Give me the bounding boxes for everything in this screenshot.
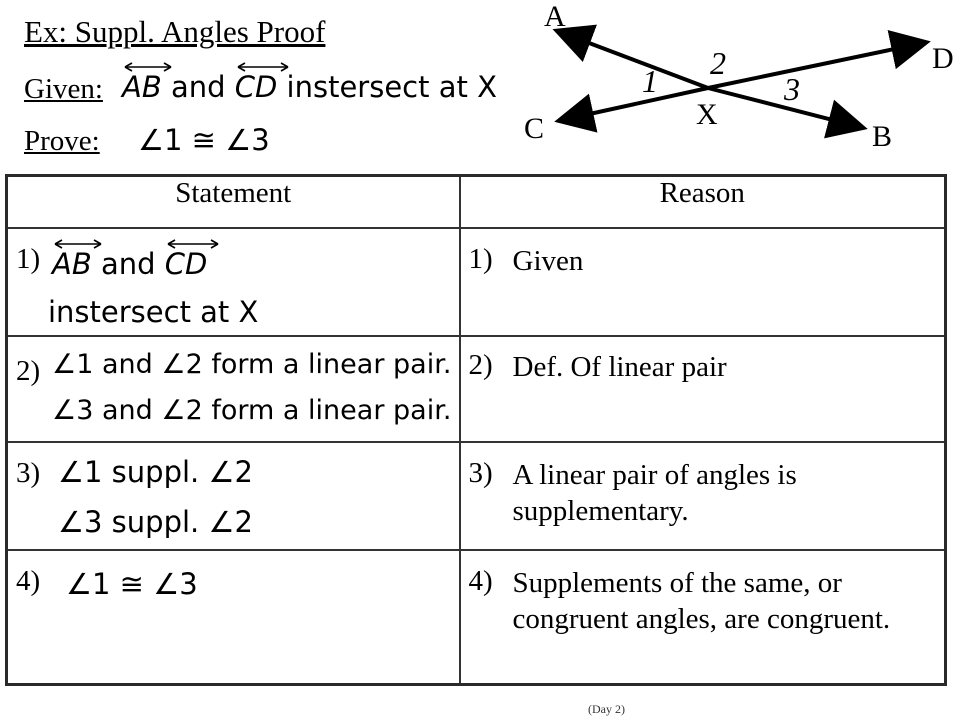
line-overarrow-icon xyxy=(237,62,289,72)
angle-icon: ∠ xyxy=(208,505,235,539)
table-row: 2) ∠1 and ∠2 form a linear pair. ∠3 and … xyxy=(5,335,947,443)
statement-cell: 1) AB and CD instersect at X xyxy=(5,227,461,337)
point-d-label: D xyxy=(932,42,954,75)
prove-label: Prove: xyxy=(24,125,100,157)
line-ab: AB xyxy=(122,62,172,104)
line-overarrow-icon xyxy=(124,62,172,72)
angle-icon: ∠ xyxy=(66,567,92,601)
statement-cell: 2) ∠1 and ∠2 form a linear pair. ∠3 and … xyxy=(5,335,461,443)
line-overarrow-icon xyxy=(167,239,219,249)
reason-text: Given xyxy=(512,245,584,277)
angle-icon: ∠ xyxy=(161,349,186,380)
line-overarrow-icon xyxy=(54,239,102,249)
given-label: Given: xyxy=(24,73,103,105)
prove-statement: ∠1 ≅ ∠3 xyxy=(138,123,270,157)
statement-line: ∠3 and ∠2 form a linear pair. xyxy=(52,395,452,426)
angle-icon: ∠ xyxy=(153,567,180,601)
angle-1-label: 1 xyxy=(642,63,658,99)
footer-note: (Day 2) xyxy=(588,702,625,716)
point-x-label: X xyxy=(696,98,718,131)
statement-line: ∠1 ≅ ∠3 xyxy=(66,567,198,601)
angle-icon: ∠ xyxy=(225,123,252,157)
reason-cell: 3) A linear pair of angles is supplement… xyxy=(458,441,947,551)
proof-table: Statement Reason 1) AB and CD instersect… xyxy=(5,174,947,686)
statement-line: instersect at X xyxy=(48,295,259,329)
ray-b xyxy=(707,86,868,139)
reason-cell: 2) Def. Of linear pair xyxy=(458,335,947,443)
angle-icon: ∠ xyxy=(138,123,164,157)
row-number: 4) xyxy=(16,565,41,597)
reason-text: Supplements of the same, or congruent an… xyxy=(512,567,891,635)
reason-number: 1) xyxy=(468,243,493,275)
angle-icon: ∠ xyxy=(58,455,84,489)
angle-icon: ∠ xyxy=(161,395,186,426)
statement-header: Statement xyxy=(5,174,461,229)
reason-cell: 1) Given xyxy=(458,227,947,337)
reason-header: Reason xyxy=(458,174,947,229)
reason-number: 4) xyxy=(468,565,493,597)
statement-line: ∠1 suppl. ∠2 xyxy=(58,455,253,489)
row-number: 2) xyxy=(16,355,41,387)
angle-3-label: 3 xyxy=(783,71,800,107)
angle-icon: ∠ xyxy=(52,395,77,426)
reason-cell: 4) Supplements of the same, or congruent… xyxy=(458,549,947,685)
angle-icon: ∠ xyxy=(208,455,235,489)
statement-cell: 4) ∠1 ≅ ∠3 xyxy=(5,549,461,685)
reason-number: 3) xyxy=(468,457,493,489)
page-title: Ex: Suppl. Angles Proof xyxy=(24,14,326,49)
ray-a xyxy=(552,24,709,90)
point-c-label: C xyxy=(524,112,544,145)
table-row: 1) AB and CD instersect at X 1) Given xyxy=(5,227,947,337)
statement-line: ∠1 and ∠2 form a linear pair. xyxy=(52,349,452,380)
angle-2-label: 2 xyxy=(710,45,726,81)
ray-c xyxy=(554,86,709,133)
point-a-label: A xyxy=(544,0,566,33)
line-cd: CD xyxy=(235,62,289,104)
table-row: 3) ∠1 suppl. ∠2 ∠3 suppl. ∠2 3) A linear… xyxy=(5,441,947,551)
reason-text: A linear pair of angles is supplementary… xyxy=(512,459,797,527)
given-statement: AB and CD instersect at X xyxy=(122,62,497,104)
row-number: 1) xyxy=(16,243,41,275)
intersecting-lines-figure: A D C B X 1 2 3 xyxy=(524,0,954,153)
statement-cell: 3) ∠1 suppl. ∠2 ∠3 suppl. ∠2 xyxy=(5,441,461,551)
ray-d xyxy=(707,29,931,90)
statement-line: AB and CD xyxy=(52,239,219,281)
angle-icon: ∠ xyxy=(58,505,84,539)
table-row: 4) ∠1 ≅ ∠3 4) Supplements of the same, o… xyxy=(5,549,947,685)
point-b-label: B xyxy=(872,120,892,153)
statement-line: ∠3 suppl. ∠2 xyxy=(58,505,253,539)
reason-text: Def. Of linear pair xyxy=(512,351,727,383)
row-number: 3) xyxy=(16,457,41,489)
angle-icon: ∠ xyxy=(52,349,77,380)
reason-number: 2) xyxy=(468,349,493,381)
